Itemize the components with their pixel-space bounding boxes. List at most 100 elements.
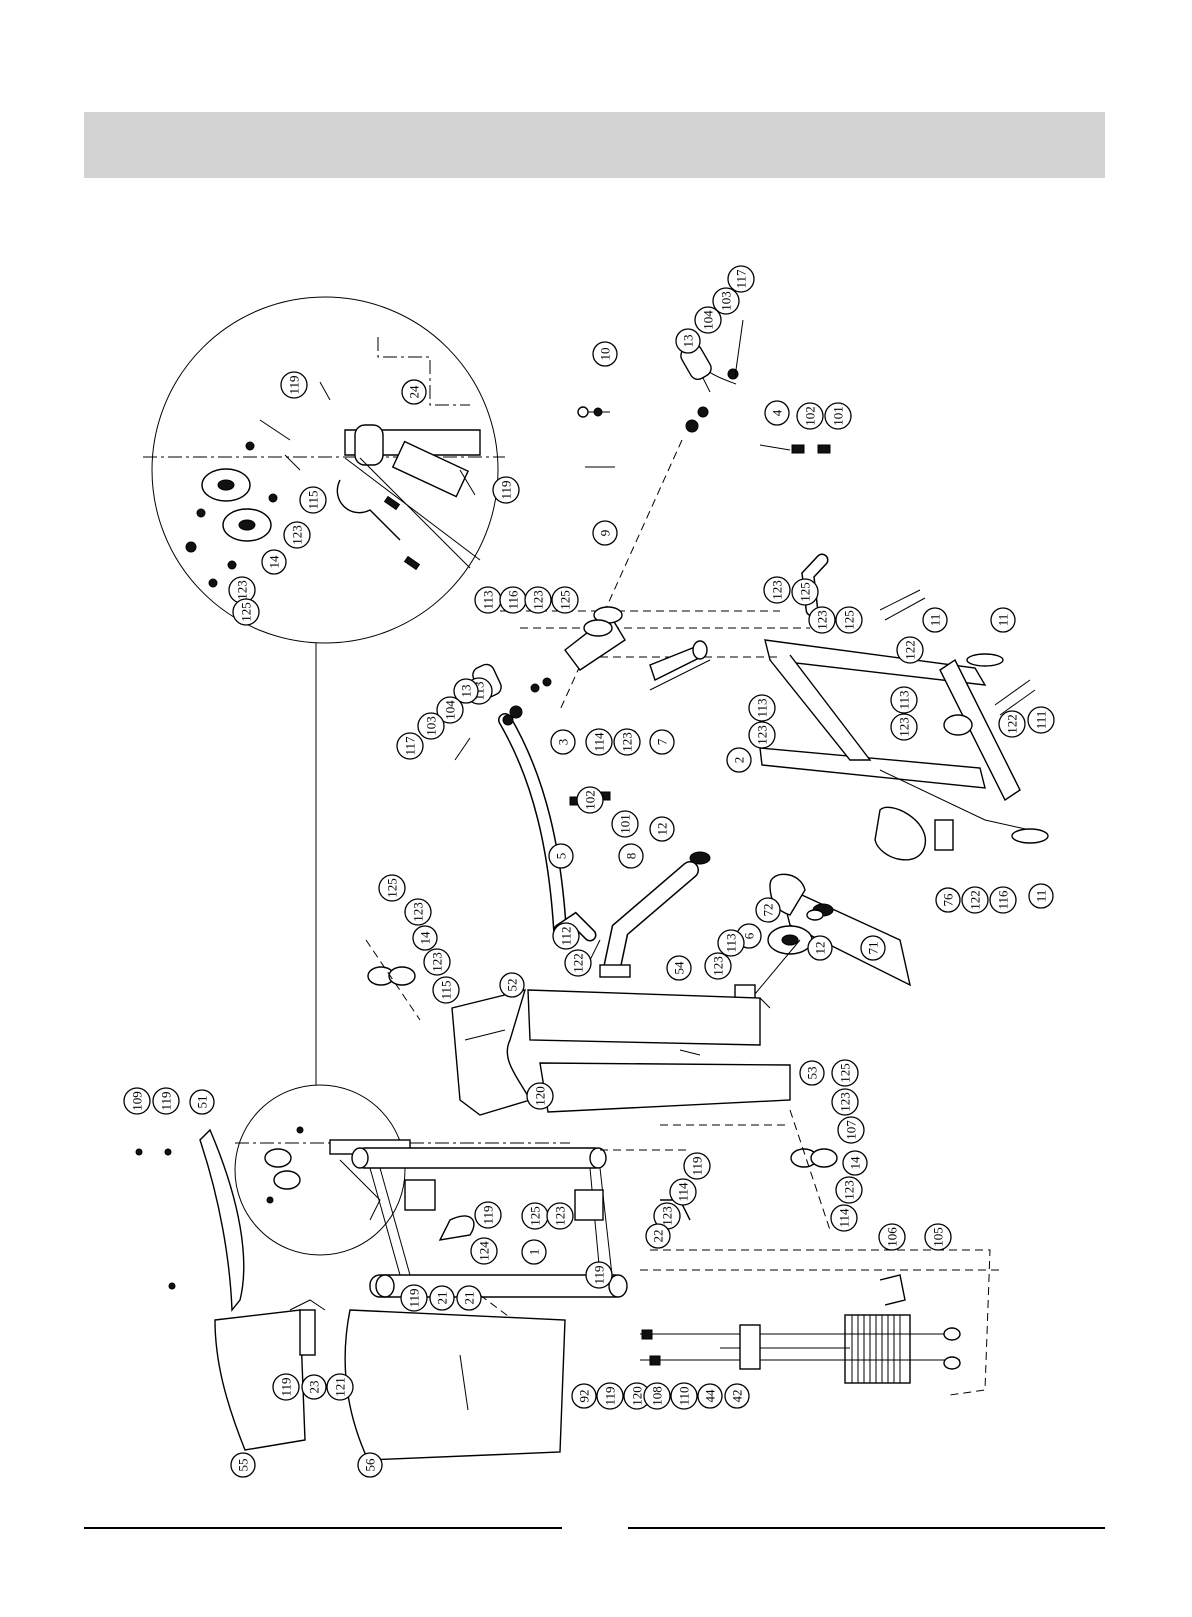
- callout-label: 44: [703, 1389, 718, 1403]
- handle-assembly-lower: [454, 663, 611, 942]
- callout-21: 21: [456, 1285, 482, 1311]
- callout-label: 1: [527, 1249, 542, 1256]
- callout-125: 125: [831, 1059, 859, 1087]
- callout-label: 24: [407, 385, 422, 399]
- callout-119: 119: [400, 1284, 428, 1312]
- callout-92: 92: [571, 1383, 597, 1409]
- callout-123: 123: [748, 721, 776, 749]
- callout-113: 113: [890, 686, 918, 714]
- callout-label: 119: [603, 1386, 618, 1405]
- callout-119: 119: [152, 1087, 180, 1115]
- callout-label: 123: [842, 1180, 857, 1200]
- callout-label: 12: [813, 942, 828, 955]
- callout-123: 123: [835, 1176, 863, 1204]
- callout-label: 125: [798, 582, 813, 602]
- callout-108: 108: [643, 1382, 671, 1410]
- callout-21: 21: [429, 1285, 455, 1311]
- callout-label: 119: [279, 1377, 294, 1396]
- callout-label: 123: [290, 525, 305, 545]
- callout-54: 54: [666, 955, 692, 981]
- callout-106: 106: [878, 1223, 906, 1251]
- callout-label: 4: [770, 409, 785, 416]
- section-header-band: [84, 112, 1105, 178]
- callout-125: 125: [521, 1202, 549, 1230]
- top-bracket: [451, 989, 531, 1116]
- callout-115: 115: [432, 976, 460, 1004]
- callout-label: 106: [885, 1227, 900, 1247]
- base-frame: [351, 1147, 690, 1356]
- callout-label: 114: [676, 1182, 691, 1202]
- callout-label: 76: [941, 893, 956, 907]
- callout-label: 113: [755, 698, 770, 717]
- callout-101: 101: [824, 402, 852, 430]
- callout-111: 111: [1027, 706, 1055, 734]
- callout-label: 117: [734, 269, 749, 289]
- callout-123: 123: [763, 576, 791, 604]
- callout-label: 119: [690, 1156, 705, 1175]
- callout-label: 14: [848, 1156, 863, 1170]
- callout-label: 119: [287, 375, 302, 394]
- callout-13: 13: [675, 328, 701, 354]
- callout-label: 14: [267, 555, 282, 569]
- callout-123: 123: [653, 1202, 681, 1230]
- callout-label: 52: [505, 979, 520, 992]
- callout-label: 125: [528, 1206, 543, 1226]
- callout-label: 123: [620, 732, 635, 752]
- callout-114: 114: [669, 1178, 697, 1206]
- callout-53: 53: [799, 1060, 825, 1086]
- callout-label: 122: [903, 640, 918, 660]
- callout-110: 110: [670, 1382, 698, 1410]
- callout-119: 119: [596, 1382, 624, 1410]
- callout-label: 111: [1034, 711, 1049, 730]
- callout-label: 123: [770, 580, 785, 600]
- callout-119: 119: [272, 1373, 300, 1401]
- shroud-covers: [135, 1128, 566, 1461]
- callout-125: 125: [378, 874, 406, 902]
- callout-label: 103: [719, 291, 734, 311]
- callout-122: 122: [998, 710, 1026, 738]
- callout-label: 11: [1034, 890, 1049, 903]
- callout-120: 120: [623, 1382, 651, 1410]
- callout-label: 2: [732, 757, 747, 764]
- callout-125: 125: [551, 586, 579, 614]
- callout-8: 8: [618, 843, 644, 869]
- callout-label: 116: [506, 590, 521, 610]
- callout-label: 22: [651, 1230, 666, 1243]
- callout-44: 44: [697, 1383, 723, 1409]
- callout-123: 123: [704, 952, 732, 980]
- arm-tube: [589, 851, 711, 978]
- callout-label: 55: [236, 1459, 251, 1472]
- callout-label: 123: [755, 725, 770, 745]
- callout-42: 42: [724, 1383, 750, 1409]
- callout-label: 42: [730, 1390, 745, 1403]
- callout-label: 110: [677, 1386, 692, 1405]
- callout-122: 122: [564, 949, 592, 977]
- callout-label: 122: [968, 890, 983, 910]
- callout-label: 122: [571, 953, 586, 973]
- callout-label: 119: [407, 1288, 422, 1307]
- callout-104: 104: [436, 696, 464, 724]
- footer-rule-left: [84, 1527, 562, 1529]
- callout-label: 123: [531, 590, 546, 610]
- callout-102: 102: [796, 402, 824, 430]
- callout-117: 117: [396, 732, 424, 760]
- callout-label: 123: [553, 1206, 568, 1226]
- callout-101: 101: [611, 810, 639, 838]
- callout-label: 101: [618, 814, 633, 834]
- callout-label: 102: [803, 406, 818, 426]
- footer-rule-right: [628, 1527, 1105, 1529]
- callout-123: 123: [808, 606, 836, 634]
- pop-pin-and-rod: [577, 406, 615, 468]
- callout-label: 104: [443, 700, 458, 720]
- callout-72: 72: [755, 897, 781, 923]
- callout-label: 123: [235, 580, 250, 600]
- callout-14: 14: [412, 925, 438, 951]
- callout-label: 11: [928, 614, 943, 627]
- main-frame-upper: [500, 589, 1049, 861]
- callout-51: 51: [189, 1089, 215, 1115]
- callout-115: 115: [299, 486, 327, 514]
- callout-104: 104: [694, 306, 722, 334]
- callout-24: 24: [401, 379, 427, 405]
- callout-label: 119: [592, 1265, 607, 1284]
